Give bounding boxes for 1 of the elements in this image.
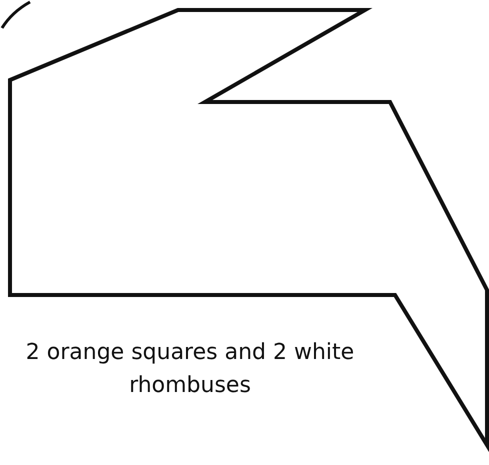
caption-text: 2 orange squares and 2 white rhombuses — [24, 339, 356, 400]
